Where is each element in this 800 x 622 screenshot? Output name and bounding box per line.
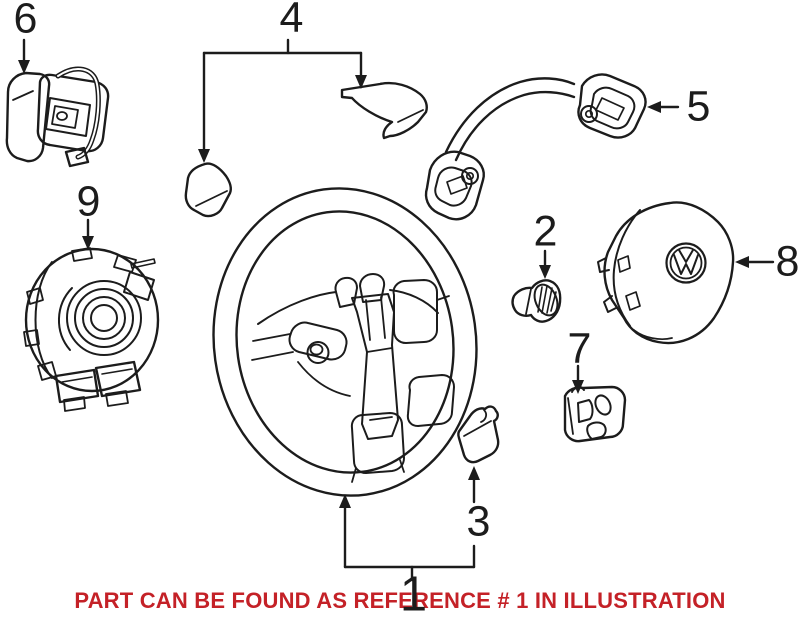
callout-8-label: 8 (775, 237, 800, 286)
callout-1-label: 1 (399, 567, 427, 622)
callout-3-arrow (468, 466, 480, 504)
part-9-clockspring (23, 247, 160, 412)
callout-7-arrow (572, 364, 584, 394)
vw-logo-icon (665, 242, 707, 284)
part-8-airbag-module (597, 201, 735, 345)
line-art-root (5, 38, 775, 582)
callout-5-label: 5 (686, 82, 711, 131)
callout-9-arrow (82, 218, 94, 250)
caption-text: PART CAN BE FOUND AS REFERENCE # 1 IN IL… (74, 588, 726, 613)
callout-3-label: 3 (466, 497, 491, 546)
callout-1-bracket (339, 494, 476, 582)
callout-2-label: 2 (533, 207, 558, 256)
part-2-knob (511, 279, 562, 323)
callout-8-arrow (735, 256, 775, 268)
part-1-steering-wheel (212, 187, 478, 497)
callout-6-arrow (18, 38, 30, 74)
part-3-trim-cover (457, 405, 500, 464)
part-6-switch-module (5, 66, 110, 168)
part-4-trim-covers (184, 81, 428, 218)
callout-2-arrow (539, 249, 551, 279)
part-7-switch (563, 385, 627, 443)
callout-4-bracket (198, 38, 367, 163)
part-5-multifunction-switches (424, 73, 647, 221)
callout-4-label: 4 (279, 0, 304, 42)
callout-6-label: 6 (13, 0, 38, 43)
callout-9-label: 9 (76, 177, 101, 226)
callout-5-arrow (647, 101, 680, 113)
callout-7-label: 7 (567, 324, 592, 373)
